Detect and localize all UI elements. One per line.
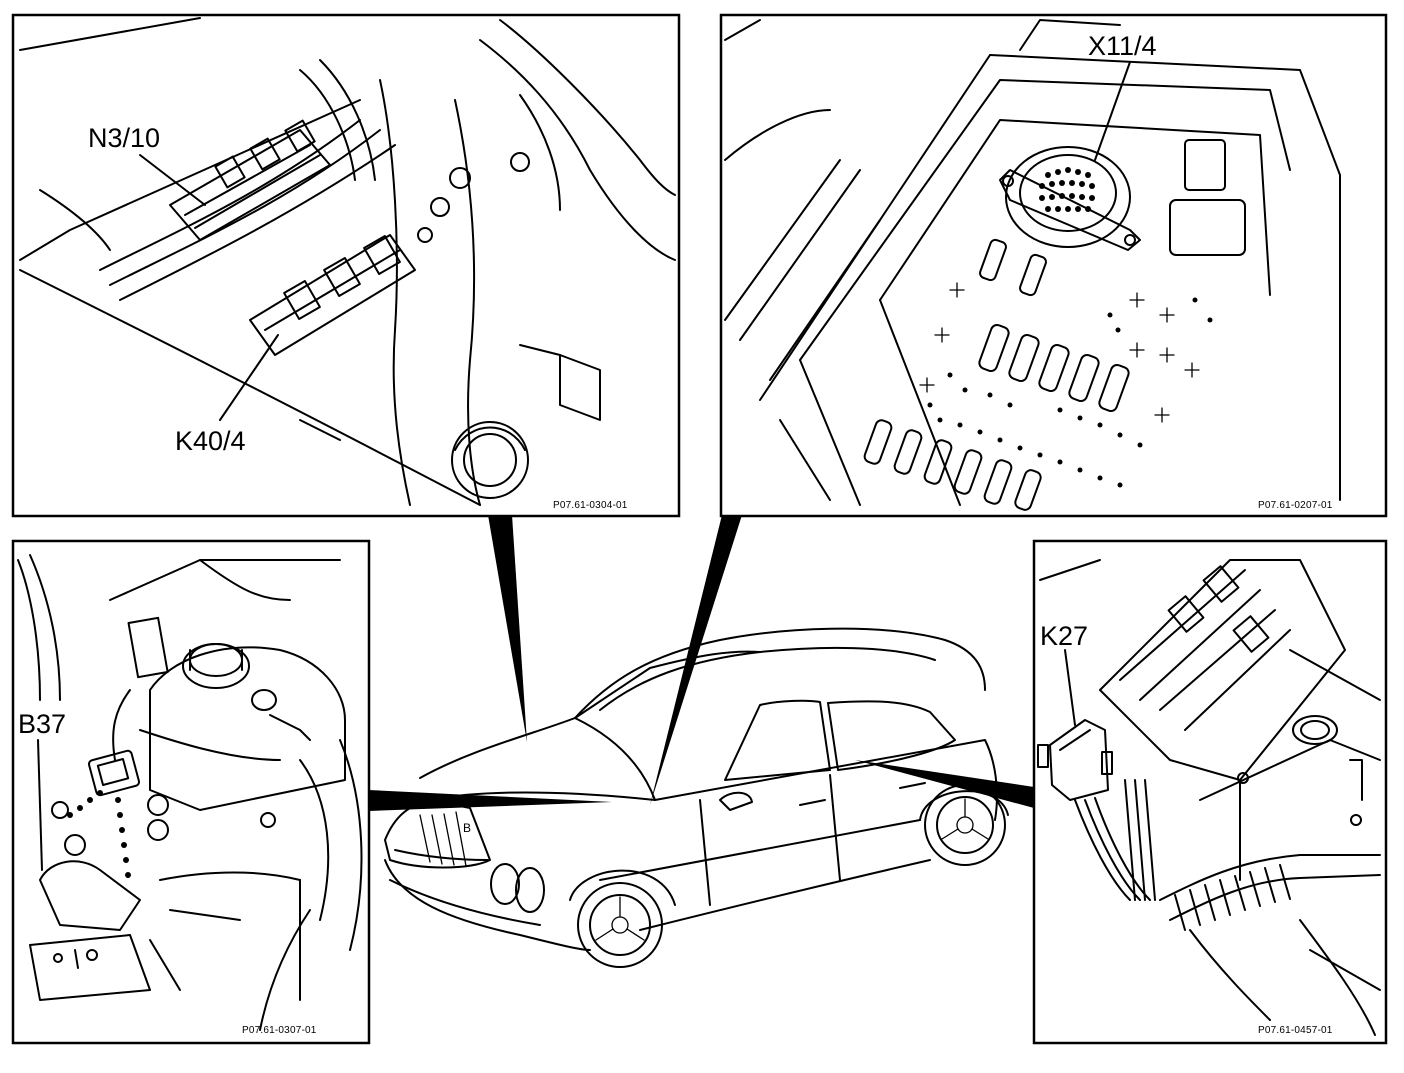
fuse-box-linework xyxy=(724,19,1341,506)
panel-ref-number: P07.61-0207-01 xyxy=(1258,500,1333,511)
leader-line-b37 xyxy=(37,739,43,871)
leader-wedge-bottom-left xyxy=(369,790,612,811)
detail-panel-top-right: X11/4 P07.61-0207-01 xyxy=(719,13,1388,518)
brake-booster-linework xyxy=(17,554,363,1031)
leader-line-k40-4 xyxy=(219,334,279,421)
panel-ref-number: P07.61-0457-01 xyxy=(1258,1025,1333,1036)
label-x11-4: X11/4 xyxy=(1088,31,1157,61)
fuse-slots xyxy=(863,238,1130,511)
car-illustration: B xyxy=(384,627,1009,968)
detail-panel-top-left: N3/10 K40/4 P07.61-0304-01 xyxy=(11,13,681,518)
relay-box-linework xyxy=(1037,559,1381,1036)
detail-panel-bottom-left: B37 P07.61-0307-01 xyxy=(11,539,371,1045)
leader-line-k27 xyxy=(1064,649,1076,726)
panel-ref-number: P07.61-0307-01 xyxy=(242,1025,317,1036)
detail-panel-bottom-right: K27 P07.61-0457-01 xyxy=(1032,539,1388,1045)
panel-frame xyxy=(11,539,371,1045)
panel-frame xyxy=(1032,539,1388,1045)
car-badge: B xyxy=(463,821,471,835)
leader-wedge-top-right xyxy=(650,515,742,805)
label-k40-4: K40/4 xyxy=(175,426,246,456)
leader-wedge-bottom-right xyxy=(855,760,1034,808)
leader-wedge-top-left xyxy=(488,515,527,742)
fuse-crosses xyxy=(919,282,1200,423)
sensor-linkage xyxy=(67,790,131,878)
panel-ref-number: P07.61-0304-01 xyxy=(553,500,628,511)
panel-frame xyxy=(11,13,681,518)
fuse-contacts xyxy=(927,297,1213,488)
engine-bay-linework xyxy=(19,17,676,506)
label-b37: B37 xyxy=(18,709,66,739)
connector-pins xyxy=(1039,167,1095,212)
label-n3-10: N3/10 xyxy=(88,123,160,153)
leader-line-n3-10 xyxy=(139,154,206,206)
leader-line-x11-4 xyxy=(1094,61,1131,161)
label-k27: K27 xyxy=(1040,621,1088,651)
panel-frame xyxy=(719,13,1388,518)
